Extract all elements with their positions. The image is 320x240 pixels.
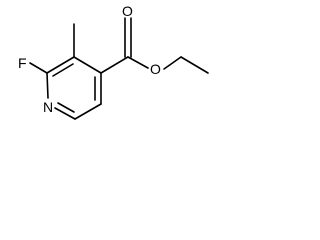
double-bond-c6-n1-inner	[57, 102, 75, 113]
bond-oester-ch2	[163, 56, 182, 70]
bond-ring-carbonyl	[100, 56, 129, 74]
bond-fluoro	[29, 62, 48, 74]
atom-label-fluorine: F	[18, 55, 27, 71]
double-bond-c2-c3-inner	[52, 63, 74, 77]
atom-label-nitrogen: N	[43, 99, 53, 115]
bond-n1-c2	[46, 72, 49, 99]
atom-label-carbonyl-oxygen: O	[122, 3, 133, 19]
bond-carbonyl-oester	[127, 56, 149, 69]
bond-c5-c6	[74, 103, 102, 120]
molecule-structure-diagram: F N O O	[18, 3, 209, 120]
bond-ch2-ch3	[180, 56, 209, 74]
bond-c6-n1	[54, 107, 76, 120]
bond-c3-c4	[73, 56, 102, 74]
atom-label-ester-oxygen: O	[150, 61, 161, 77]
bond-c2-c3	[46, 56, 75, 74]
